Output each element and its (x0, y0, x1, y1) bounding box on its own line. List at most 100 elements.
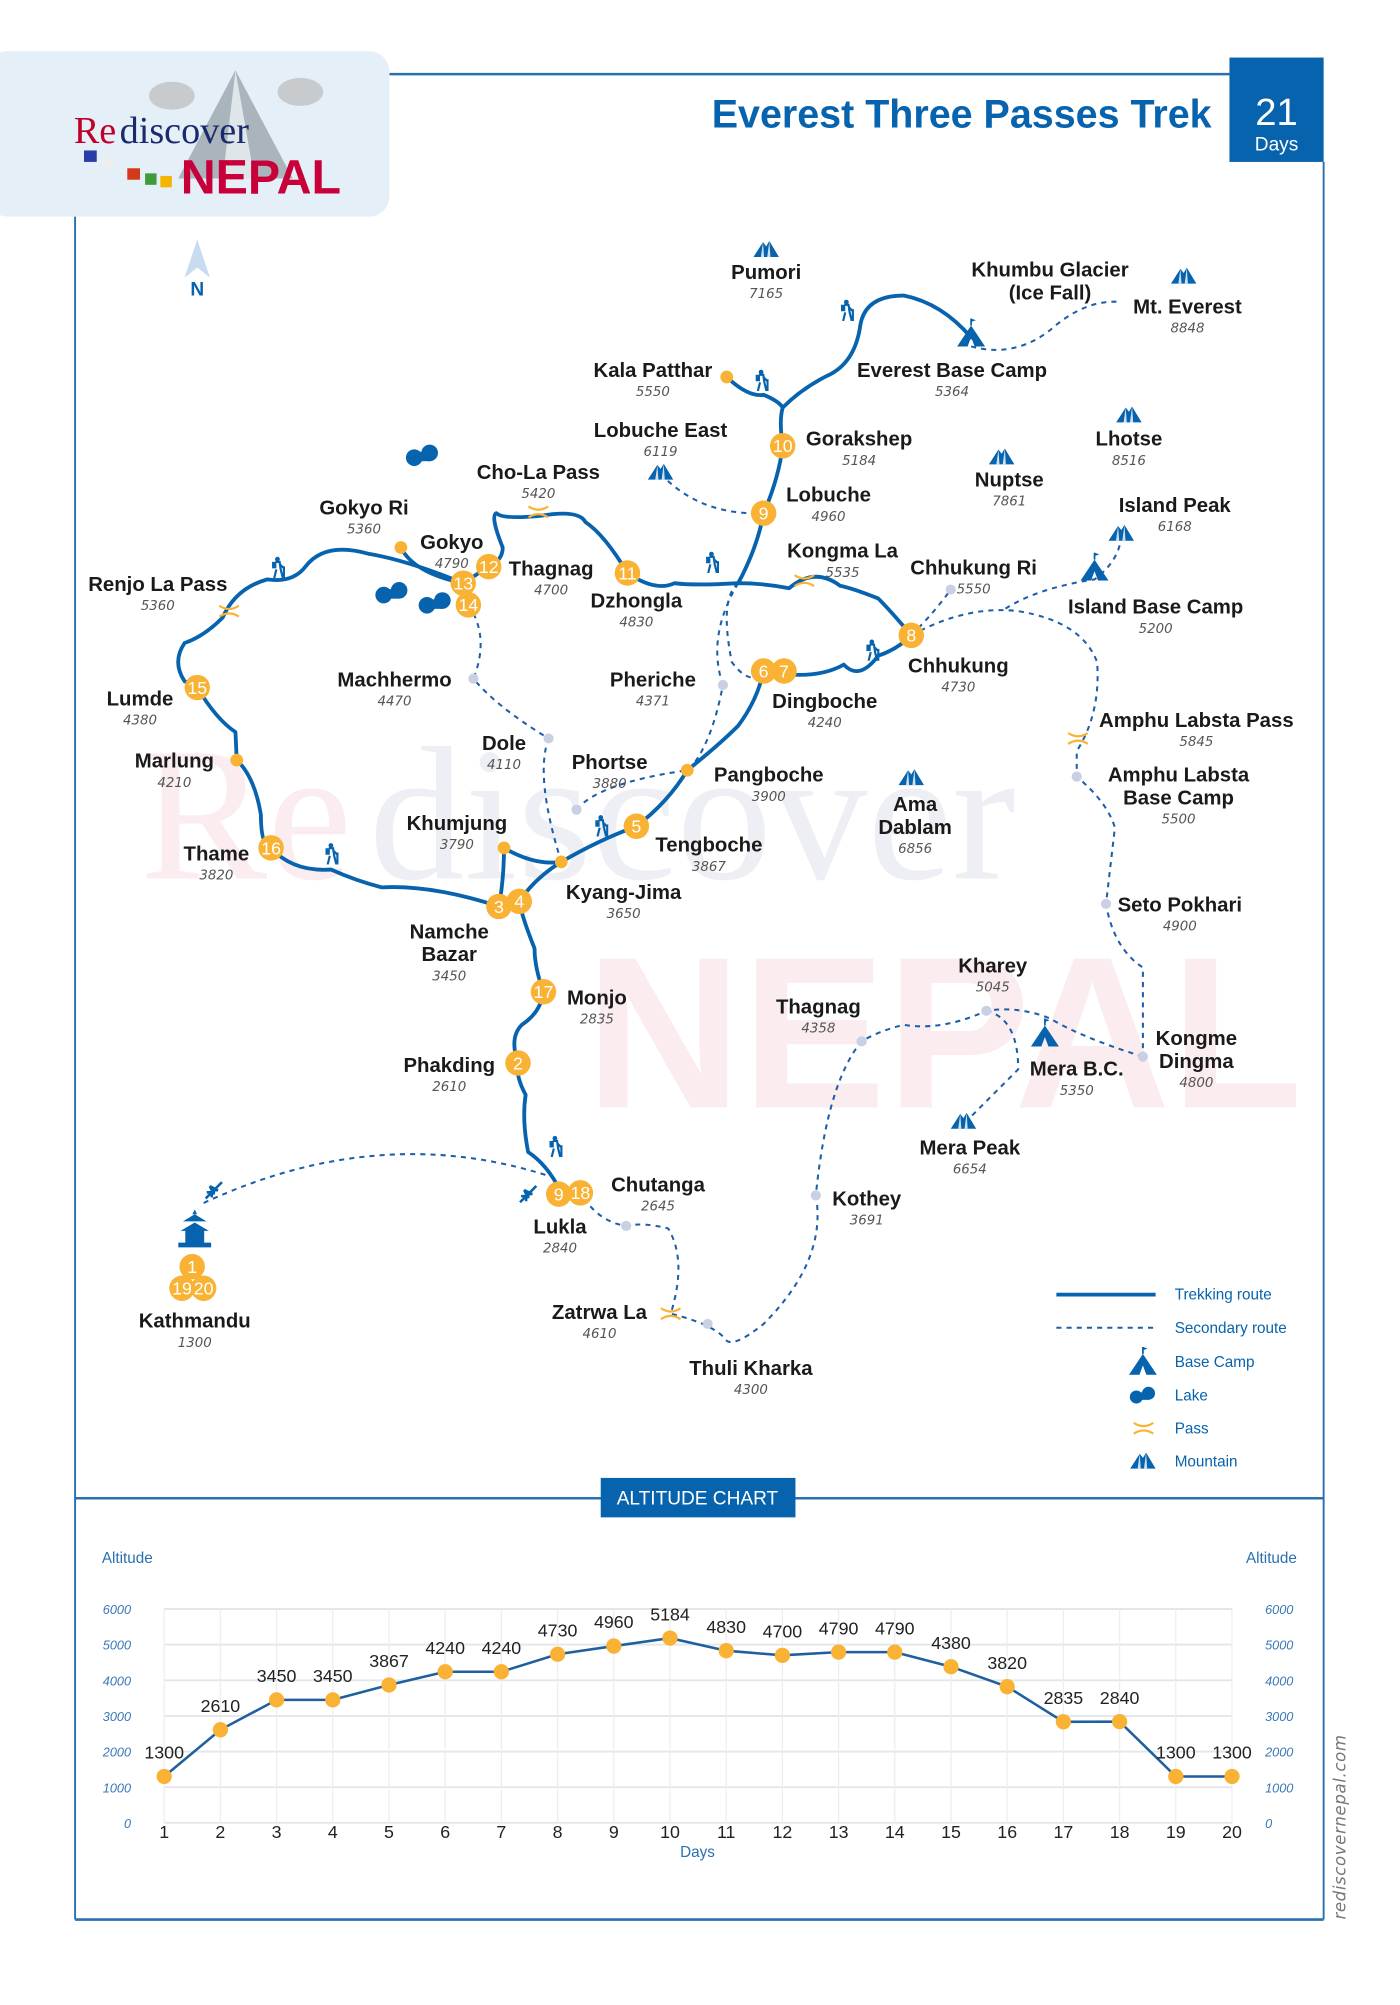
waypoint-dot (702, 1318, 713, 1329)
place-name: Mt. Everest (1133, 296, 1242, 318)
x-tick: 1 (159, 1822, 169, 1842)
place-altitude: 6654 (953, 1163, 987, 1178)
place-altitude: 2645 (641, 1200, 675, 1215)
place-altitude: 5845 (1179, 735, 1213, 750)
watermark-nepal: NEPAL (585, 912, 1302, 1154)
place-name: Namche (410, 921, 489, 943)
place-name: Gokyo Ri (319, 497, 408, 519)
x-tick: 3 (272, 1822, 282, 1842)
place-altitude: 6168 (1158, 520, 1192, 535)
place-name: Dole (482, 733, 526, 755)
place-name: Ama (893, 794, 938, 816)
altitude-data-label: 4700 (763, 1622, 803, 1642)
y-tick-left: 5000 (103, 1638, 131, 1653)
place-altitude: 5535 (826, 566, 860, 581)
place-name: Kothey (832, 1189, 902, 1211)
watermark-re: Re (140, 709, 352, 920)
altitude-data-label: 1300 (1212, 1743, 1252, 1763)
altitude-data-label: 4830 (706, 1617, 746, 1637)
day-marker: 6 (750, 658, 777, 684)
x-tick: 18 (1110, 1822, 1130, 1842)
trekking-route (512, 899, 562, 1193)
day-marker-number: 1 (187, 1257, 197, 1277)
compass-north-label: N (190, 280, 204, 301)
x-tick: 15 (941, 1822, 961, 1842)
day-marker-number: 9 (759, 504, 769, 524)
trekking-route (461, 511, 741, 588)
place-name: Amphu Labsta Pass (1099, 710, 1294, 732)
legend-pass: Pass (1175, 1420, 1209, 1437)
day-marker-number: 19 (172, 1279, 192, 1299)
stop-dot (497, 841, 511, 855)
altitude-point (830, 1644, 847, 1660)
altitude-data-label: 4240 (425, 1638, 465, 1658)
place-name: Thame (184, 844, 250, 866)
website-url: rediscovernepal.com (1330, 1734, 1349, 1919)
waypoint-dot (1137, 1051, 1148, 1062)
day-marker: 11 (614, 560, 641, 586)
secondary-route (659, 473, 764, 515)
x-tick: 17 (1053, 1822, 1073, 1842)
altitude-point (268, 1692, 285, 1708)
y-tick-right: 2000 (1264, 1745, 1293, 1760)
place-name: Pangboche (714, 765, 824, 787)
place-altitude: 5045 (976, 981, 1010, 996)
hiker-icon (865, 639, 880, 661)
temple-icon (178, 1209, 212, 1248)
waypoint-dot (468, 673, 479, 684)
altitude-data-label: 4790 (875, 1618, 915, 1638)
place-name: Lhotse (1096, 429, 1163, 451)
x-tick: 14 (885, 1822, 905, 1842)
day-marker-number: 5 (631, 817, 641, 837)
place-label: Zatrwa La 4610 (552, 1302, 648, 1342)
place-name: Amphu Labsta (1108, 765, 1250, 787)
day-marker-number: 16 (261, 838, 281, 858)
place-name: Kala Patthar (594, 360, 713, 382)
altitude-point (437, 1664, 453, 1680)
place-altitude: 4358 (801, 1021, 835, 1036)
day-marker-number: 8 (906, 626, 916, 646)
place-altitude: 8848 (1170, 321, 1204, 336)
legend-base-camp: Base Camp (1175, 1354, 1255, 1371)
place-altitude: 8516 (1112, 454, 1146, 469)
logo-re: Re (74, 110, 116, 152)
logo[interactable]: Re discover NEPAL (0, 51, 390, 217)
airplane-icon (518, 1184, 538, 1204)
day-marker: 13 (450, 570, 476, 596)
place-altitude: 5550 (957, 582, 991, 597)
waypoint-dot (543, 733, 554, 744)
place-altitude: 2840 (543, 1242, 577, 1257)
place-name: Lukla (533, 1217, 587, 1239)
place-label: Gokyo Ri 5360 (319, 497, 408, 537)
place-altitude: 3691 (850, 1214, 884, 1229)
place-name: Bazar (422, 944, 478, 966)
place-name: Tengboche (655, 835, 762, 857)
day-marker-number: 4 (514, 892, 524, 912)
place-altitude: 4371 (636, 694, 670, 709)
y-tick-left: 2000 (102, 1745, 131, 1760)
day-marker-number: 17 (534, 982, 554, 1002)
day-marker-number: 18 (570, 1183, 590, 1203)
altitude-data-label: 3450 (257, 1666, 297, 1686)
legend-trekking-route: Trekking route (1175, 1287, 1272, 1304)
place-name: Lobuche East (594, 420, 728, 442)
flight-route (203, 1153, 554, 1204)
place-altitude: 5360 (347, 523, 381, 538)
place-label: Mt. Everest 8848 (1133, 296, 1242, 336)
place-name: Machhermo (337, 669, 451, 691)
place-name: Zatrwa La (552, 1302, 648, 1324)
x-tick: 8 (553, 1822, 563, 1842)
place-name: Mera B.C. (1030, 1059, 1124, 1081)
place-altitude: 4610 (582, 1327, 616, 1342)
